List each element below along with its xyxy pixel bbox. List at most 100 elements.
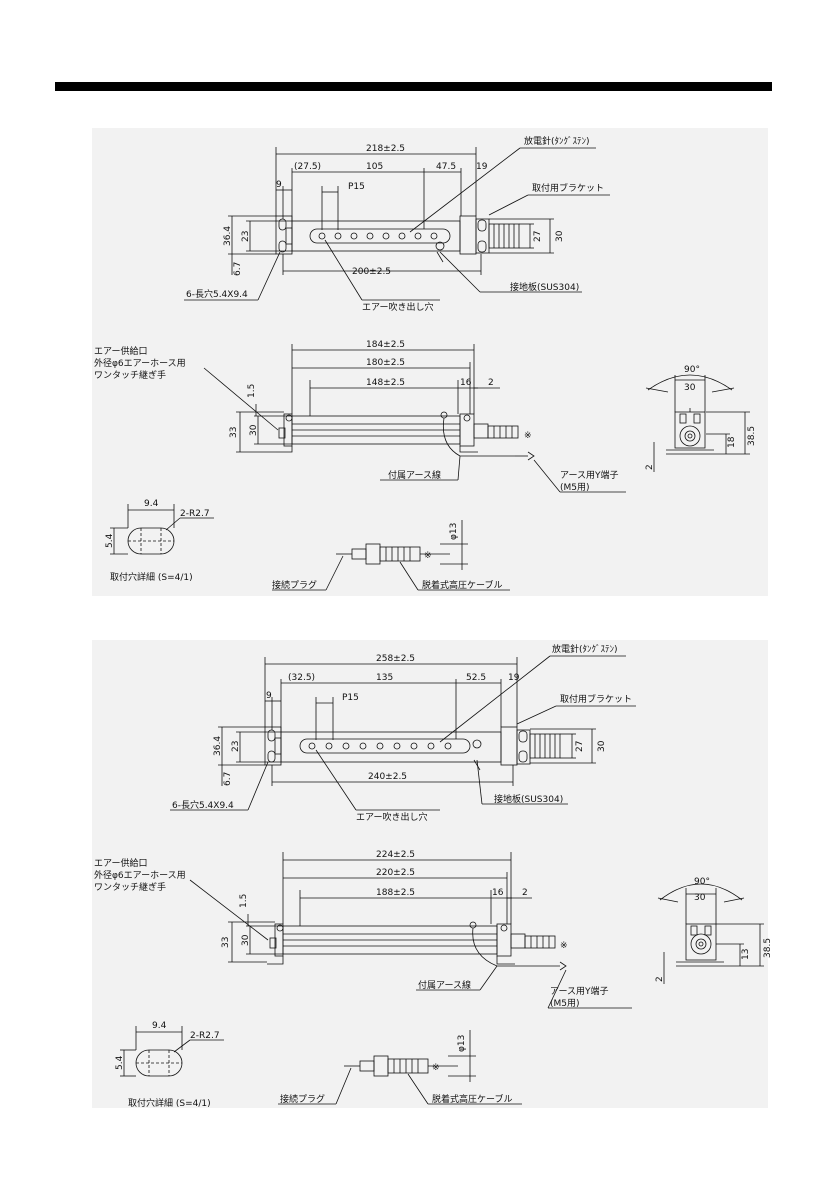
p2-end-38-5: 38.5 <box>763 938 773 958</box>
p2-dim-240: 240±2.5 <box>368 772 407 782</box>
p2-end-30: 30 <box>694 893 706 903</box>
p2-label-bracket: 取付用ブラケット <box>560 693 632 705</box>
p1-dim-184: 184±2.5 <box>366 340 405 350</box>
p1-end-30: 30 <box>684 383 696 393</box>
p2-dim-overall: 258±2.5 <box>376 654 415 664</box>
p1-dim-16: 16 <box>460 378 472 388</box>
p1-cable-mark: ※ <box>424 551 432 561</box>
p1-end-38-5: 38.5 <box>747 426 757 446</box>
p2-dim-23: 23 <box>231 741 241 752</box>
p1-detail-9-4: 9.4 <box>144 499 159 509</box>
p2-mark: ※ <box>560 941 568 951</box>
p1-detail <box>110 504 214 555</box>
p1-label-air-hole: エアー吹き出し穴 <box>362 301 433 313</box>
p2-dim-6-7: 6.7 <box>223 772 233 786</box>
p1-label-yterm-1: アース用Y端子 <box>560 469 619 481</box>
p1-dim-6-7: 6.7 <box>233 262 243 276</box>
p2-cable <box>278 1030 522 1105</box>
p1-label-needle: 放電針(ﾀﾝｸﾞｽﾃﾝ) <box>524 135 590 147</box>
p1-end-labels: 90° 30 18 38.5 2 <box>645 365 757 470</box>
p1-detail-5-4: 5.4 <box>105 533 115 548</box>
p1-dim-47-5: 47.5 <box>436 162 456 172</box>
p2-dim-30: 30 <box>597 740 607 752</box>
p2-detail <box>120 1026 224 1077</box>
p2-detail-9-4: 9.4 <box>152 1021 167 1031</box>
p2-label-needle: 放電針(ﾀﾝｸﾞｽﾃﾝ) <box>552 643 618 655</box>
p1-end-2: 2 <box>645 464 655 470</box>
p2-label-air-3: ワンタッチ継ぎ手 <box>94 881 166 893</box>
p2-dim-33: 33 <box>221 937 231 948</box>
drawing-panel-2-bg <box>92 640 768 1108</box>
p1-detail-caption: 取付穴詳細 (S=4/1) <box>110 571 193 583</box>
p1-label-ground-plate: 接地板(SUS304) <box>510 281 579 293</box>
p2-dim-135: 135 <box>376 673 393 683</box>
p1-label-cable: 脱着式高圧ケーブル <box>422 579 502 591</box>
p1-dim-19: 19 <box>476 162 488 172</box>
p2-end-2: 2 <box>655 976 665 982</box>
p2-top-labels: 258±2.5 (32.5) 135 52.5 19 9 P15 240±2.5… <box>172 643 632 823</box>
p1-dim-overall: 218±2.5 <box>366 144 405 154</box>
p2-label-air-2: 外径φ6エアーホース用 <box>94 869 186 881</box>
p1-label-bracket: 取付用ブラケット <box>532 182 604 194</box>
p1-dim-23: 23 <box>241 231 251 242</box>
p2-detail-labels: 9.4 5.4 2-R2.7 取付穴詳細 (S=4/1) φ13 ※ 接続プラグ… <box>115 1021 512 1109</box>
p2-dim-19: 19 <box>508 673 520 683</box>
p2-top-view <box>170 655 636 811</box>
p1-dim-27-5: (27.5) <box>294 162 321 172</box>
p1-label-yterm-2: (M5用) <box>560 482 590 493</box>
p1-air-fitting <box>278 427 286 439</box>
p2-label-air-1: エアー供給口 <box>94 857 147 869</box>
p1-dim-200: 200±2.5 <box>352 267 391 277</box>
p2-label-plug: 接続プラグ <box>280 1093 325 1105</box>
p2-dim-2: 2 <box>522 888 528 898</box>
p1-top-labels: 218±2.5 (27.5) 105 47.5 19 9 P15 200±2.5… <box>186 135 604 313</box>
p2-dim-9: 9 <box>266 691 272 701</box>
p1-label-ground-wire: 付属アース線 <box>388 469 441 481</box>
p1-dim-33: 33 <box>229 427 239 438</box>
p1-angle: 90° <box>684 365 700 375</box>
p1-dim-180: 180±2.5 <box>366 358 405 368</box>
p2-dim-32-5: (32.5) <box>288 673 315 683</box>
p1-dim-148: 148±2.5 <box>366 378 405 388</box>
p1-cable-dia: φ13 <box>449 523 459 540</box>
p1-dim-30: 30 <box>555 230 565 242</box>
p1-top-view <box>184 147 610 301</box>
p1-dim-30-side: 30 <box>249 424 259 436</box>
p2-detail-radius: 2-R2.7 <box>190 1031 220 1041</box>
p1-label-plug: 接続プラグ <box>272 579 317 591</box>
p1-dim-36-4: 36.4 <box>223 226 233 246</box>
p2-label-yterm-2: (M5用) <box>550 998 580 1009</box>
p1-label-air-3: ワンタッチ継ぎ手 <box>94 369 166 381</box>
p2-cable-dia: φ13 <box>457 1035 467 1052</box>
p1-detail-radius: 2-R2.7 <box>180 509 210 519</box>
p1-cable <box>272 520 510 591</box>
p2-detail-5-4: 5.4 <box>115 1055 125 1070</box>
p2-label-ground-plate: 接地板(SUS304) <box>494 793 563 805</box>
p1-side-view <box>203 344 626 493</box>
p1-side-labels: 184±2.5 180±2.5 148±2.5 16 2 1.5 33 30 エ… <box>94 340 619 493</box>
p2-dim-52-5: 52.5 <box>466 673 486 683</box>
p1-detail-labels: 9.4 5.4 2-R2.7 取付穴詳細 (S=4/1) φ13 ※ 接続プラグ… <box>105 499 502 591</box>
p2-end-13: 13 <box>741 949 751 960</box>
p2-detail-caption: 取付穴詳細 (S=4/1) <box>128 1097 211 1109</box>
p1-right-bracket <box>459 215 477 255</box>
p1-label-air-2: 外径φ6エアーホース用 <box>94 357 186 369</box>
p1-end-view <box>645 374 750 472</box>
p1-dim-9: 9 <box>276 180 282 190</box>
p1-end-18: 18 <box>727 436 737 448</box>
p1-dim-1-5: 1.5 <box>247 384 257 398</box>
p2-cable-mark: ※ <box>432 1063 440 1073</box>
p2-dim-220: 220±2.5 <box>376 868 415 878</box>
p2-dim-36-4: 36.4 <box>213 736 223 756</box>
p1-label-air-1: エアー供給口 <box>94 345 147 357</box>
p2-dim-30-side: 30 <box>241 934 251 946</box>
p2-angle: 90° <box>694 877 710 887</box>
p2-dim-1-5: 1.5 <box>239 894 249 908</box>
p2-dim-27: 27 <box>575 741 585 752</box>
p2-dim-188: 188±2.5 <box>376 888 415 898</box>
p2-label-air-hole: エアー吹き出し穴 <box>356 811 427 823</box>
p2-side-view <box>189 852 632 1009</box>
p2-dim-16: 16 <box>492 888 504 898</box>
p1-needles <box>318 232 438 240</box>
